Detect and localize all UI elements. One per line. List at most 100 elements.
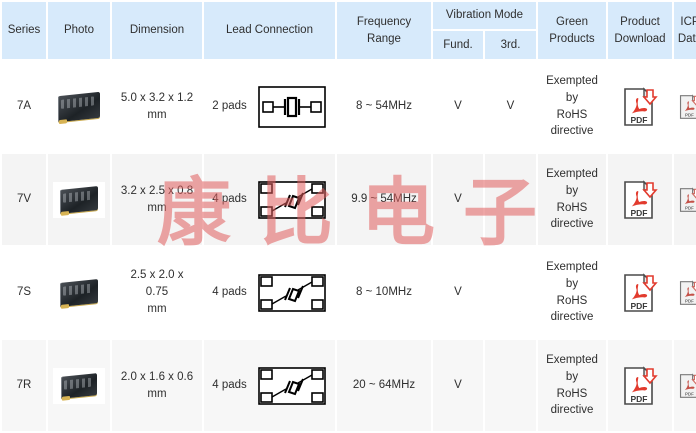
cell-dimension: 5.0 x 3.2 x 1.2 mm — [112, 61, 202, 152]
green-line4: directive — [550, 311, 594, 324]
cell-icp-data[interactable]: PDF — [674, 61, 696, 152]
table-body: 7A 5.0 x 3.2 x 1.2 mm 2 pads — [2, 61, 696, 431]
dimension-line1: 2.0 x 1.6 x 0.6 — [120, 370, 194, 383]
dimension-line1: 5.0 x 3.2 x 1.2 — [120, 91, 194, 104]
two-pad-crystal-symbol-icon — [257, 85, 326, 128]
cell-frequency-range: 8 ~ 10MHz — [337, 247, 431, 338]
col-header-green-products[interactable]: Green Products — [538, 2, 606, 59]
green-line4: directive — [550, 404, 594, 417]
product-header-line1: Product — [620, 15, 660, 28]
cell-vibration-3rd: V — [485, 61, 536, 152]
cell-green-products: Exempted by RoHS directive — [538, 61, 606, 152]
cell-product-download[interactable]: PDF — [608, 154, 672, 245]
col-header-vibration-fund[interactable]: Fund. — [433, 30, 483, 59]
dimension-line2: 0.75 — [145, 286, 169, 299]
pdf-download-icon[interactable]: PDF — [621, 272, 659, 314]
cell-product-download[interactable]: PDF — [608, 247, 672, 338]
table-row[interactable]: 7A 5.0 x 3.2 x 1.2 mm 2 pads — [2, 61, 696, 152]
green-line2: by — [565, 91, 579, 104]
pdf-icp-icon[interactable]: PDF — [678, 186, 696, 214]
col-header-series[interactable]: Series — [2, 2, 46, 59]
green-line2: by — [565, 370, 579, 383]
cell-green-products: Exempted by RoHS directive — [538, 247, 606, 338]
col-header-frequency-range[interactable]: Frequency Range — [337, 2, 431, 59]
icp-header-line1: ICP — [680, 15, 696, 28]
cell-photo[interactable] — [48, 61, 110, 152]
cell-icp-data[interactable]: PDF — [674, 340, 696, 431]
four-pad-crystal-symbol-icon — [257, 366, 326, 405]
dimension-line1: 2.5 x 2.0 x — [130, 269, 184, 282]
table-row[interactable]: 7R 2.0 x 1.6 x 0.6 mm 4 pads — [2, 340, 696, 431]
cell-vibration-fund: V — [433, 154, 483, 245]
cell-dimension: 3.2 x 2.5 x 0.8 mm — [112, 154, 202, 245]
cell-series: 7S — [2, 247, 46, 338]
dimension-line2: mm — [147, 201, 167, 214]
green-line3: RoHS — [556, 387, 588, 400]
dimension-line1: 3.2 x 2.5 x 0.8 — [120, 184, 194, 197]
svg-text:PDF: PDF — [685, 298, 694, 303]
cell-vibration-3rd — [485, 154, 536, 245]
lead-pads-label: 4 pads — [212, 379, 247, 392]
cell-icp-data[interactable]: PDF — [674, 247, 696, 338]
pdf-icp-icon[interactable]: PDF — [678, 279, 696, 307]
green-line1: Exempted — [546, 354, 598, 367]
green-line4: directive — [550, 125, 594, 138]
svg-text:PDF: PDF — [685, 391, 694, 396]
pdf-icp-icon[interactable]: PDF — [678, 372, 696, 400]
svg-text:PDF: PDF — [631, 115, 648, 125]
col-header-dimension[interactable]: Dimension — [112, 2, 202, 59]
cell-photo[interactable] — [48, 340, 110, 431]
pdf-download-icon[interactable]: PDF — [621, 86, 659, 128]
green-line3: RoHS — [556, 294, 588, 307]
green-line1: Exempted — [546, 261, 598, 274]
cell-photo[interactable] — [48, 247, 110, 338]
svg-text:PDF: PDF — [631, 208, 648, 218]
cell-dimension: 2.5 x 2.0 x 0.75 mm — [112, 247, 202, 338]
cell-vibration-fund: V — [433, 61, 483, 152]
cell-dimension: 2.0 x 1.6 x 0.6 mm — [112, 340, 202, 431]
cell-product-download[interactable]: PDF — [608, 340, 672, 431]
col-header-vibration-3rd[interactable]: 3rd. — [485, 30, 536, 59]
cell-frequency-range: 20 ~ 64MHz — [337, 340, 431, 431]
header-row-1: Series Photo Dimension Lead Connection F… — [2, 2, 696, 59]
cell-lead-connection: 4 pads — [204, 340, 335, 431]
table-row[interactable]: 7S 2.5 x 2.0 x 0.75 mm 4 pads — [2, 247, 696, 338]
cell-series: 7A — [2, 61, 46, 152]
cell-green-products: Exempted by RoHS directive — [538, 154, 606, 245]
table-row[interactable]: 7V 3.2 x 2.5 x 0.8 mm 4 pads — [2, 154, 696, 245]
lead-pads-label: 4 pads — [212, 286, 247, 299]
cell-vibration-fund: V — [433, 340, 483, 431]
col-header-product-download[interactable]: Product Download — [608, 2, 672, 59]
cell-frequency-range: 8 ~ 54MHz — [337, 61, 431, 152]
pdf-download-icon[interactable]: PDF — [621, 365, 659, 407]
col-header-icp-data[interactable]: ICP Data — [674, 2, 696, 59]
icp-header-line2: Data — [677, 32, 696, 45]
cell-vibration-3rd — [485, 340, 536, 431]
four-pad-crystal-symbol-icon — [257, 273, 326, 312]
green-line3: RoHS — [556, 201, 588, 214]
product-header-line2: Download — [614, 32, 666, 45]
cell-product-download[interactable]: PDF — [608, 61, 672, 152]
green-line4: directive — [550, 218, 594, 231]
green-line3: RoHS — [556, 108, 588, 121]
cell-lead-connection: 4 pads — [204, 247, 335, 338]
header-row-2: Fund. 3rd. — [2, 30, 696, 59]
cell-photo[interactable] — [48, 154, 110, 245]
cell-series: 7V — [2, 154, 46, 245]
col-header-photo[interactable]: Photo — [48, 2, 110, 59]
pdf-download-icon[interactable]: PDF — [621, 179, 659, 221]
cell-vibration-fund: V — [433, 247, 483, 338]
col-header-vibration-mode[interactable]: Vibration Mode — [433, 2, 536, 29]
svg-text:PDF: PDF — [631, 394, 648, 404]
cell-vibration-3rd — [485, 247, 536, 338]
crystal-photo-icon — [53, 88, 105, 125]
dimension-line3: mm — [147, 302, 167, 315]
col-header-lead-connection[interactable]: Lead Connection — [204, 2, 335, 59]
svg-text:PDF: PDF — [685, 112, 694, 117]
pdf-icp-icon[interactable]: PDF — [678, 93, 696, 121]
four-pad-crystal-symbol-icon — [257, 180, 326, 219]
cell-lead-connection: 2 pads — [204, 61, 335, 152]
cell-icp-data[interactable]: PDF — [674, 154, 696, 245]
